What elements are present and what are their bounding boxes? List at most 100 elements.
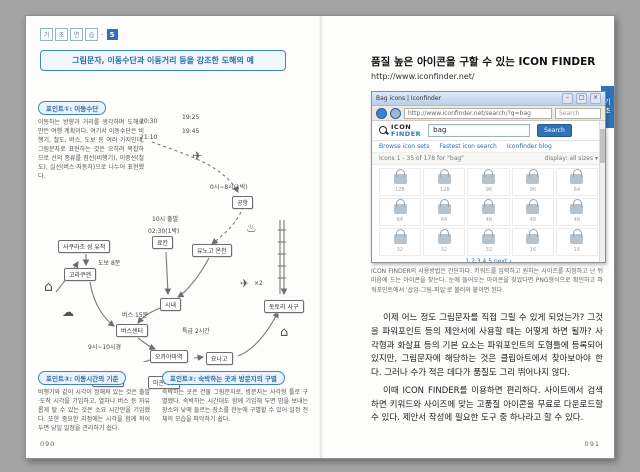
- page-number-right: 091: [584, 440, 600, 448]
- browser-window-title: Bag icons | Iconfinder: [376, 95, 442, 102]
- callout-point3-body: 비행기와 같이 시각이 정해져 있는 것은 출발·도착 시각을 기입하고, 열차…: [38, 389, 150, 432]
- bag-icon: [570, 199, 584, 215]
- icon-size-label: 64: [441, 216, 448, 223]
- diagram-node-label: 료칸: [157, 240, 169, 247]
- icon-size-label: 128: [439, 186, 450, 193]
- bag-icon: [393, 169, 407, 185]
- diagram-node-label: 오카야마역: [155, 354, 183, 361]
- window-control-button[interactable]: –: [562, 93, 573, 104]
- book-spread: 기 초 연 습 - 5 그림문자, 이동수단과 이동거리 등을 강조한 도해의 …: [25, 15, 615, 459]
- chapter-tab: 연: [70, 28, 83, 41]
- diagram-time-label: 10시 출발: [152, 216, 179, 223]
- section-title: 그림문자, 이동수단과 이동거리 등을 강조한 도해의 예: [72, 56, 254, 65]
- callout-point1-body: 이동하는 방향과 거리를 생각하며 도해로 만든 여행 계획이다. 여기서 이동…: [38, 119, 144, 180]
- diagram-time-label: 02:30(1박): [148, 228, 180, 235]
- display-filter[interactable]: display: all sizes ▾: [544, 154, 598, 162]
- icon-size-label: 32: [485, 246, 492, 253]
- browser-search-box[interactable]: Search: [555, 107, 601, 119]
- diagram-pictogram-icon: ⌂: [44, 279, 53, 295]
- icon-result-cell[interactable]: 128: [423, 167, 466, 196]
- bag-icon: [570, 169, 584, 185]
- icon-size-label: 48: [529, 216, 536, 223]
- icon-results-grid: 128 128 96: [372, 165, 605, 257]
- results-info-row: Icons 1 - 35 of 178 for "bag" display: a…: [372, 152, 605, 165]
- icon-result-cell[interactable]: 48: [511, 197, 554, 226]
- icon-result-cell[interactable]: 16: [511, 227, 554, 256]
- address-bar[interactable]: http://www.iconfinder.net/search/?q=bag: [404, 107, 552, 119]
- nav-link[interactable]: Iconfinder blog: [506, 142, 552, 150]
- iconfinder-logo-text: ICON FINDER: [391, 124, 421, 138]
- icon-size-label: 96: [529, 186, 536, 193]
- diagram-time-label: ×2: [254, 280, 263, 287]
- icon-size-label: 64: [573, 186, 581, 193]
- book-spine: [319, 16, 323, 458]
- diagram-node-label: 요나고: [211, 356, 228, 363]
- iconfinder-logo: ICON FINDER: [379, 124, 421, 138]
- diagram-node: 유노고 온천: [192, 244, 232, 257]
- window-control-button[interactable]: □: [576, 93, 587, 104]
- body-paragraph-2: 이때 ICON FINDER를 이용하면 편리하다. 사이트에서 검색하면 키워…: [371, 385, 603, 424]
- diagram-pictogram-icon: ✈: [240, 277, 250, 290]
- iconfinder-header: ICON FINDER bag Search: [372, 121, 605, 141]
- icon-result-cell[interactable]: 32: [379, 227, 422, 256]
- icon-result-cell[interactable]: 128: [379, 167, 422, 196]
- callout-point3-title: 포인트③: 이동시간의 기준: [38, 371, 127, 385]
- back-button-icon[interactable]: [376, 107, 387, 119]
- diagram-node-label: 유노고 온천: [197, 248, 227, 255]
- diagram-node: 료칸: [152, 236, 174, 249]
- window-controls: –□×: [562, 93, 601, 104]
- icon-result-cell[interactable]: 32: [423, 227, 466, 256]
- page-number-left: 090: [40, 440, 56, 448]
- callout-point2: 포인트②: 숙박하는 곳과 방문지의 구별 숙박하는 곳은 건물 그림문자로, …: [162, 366, 308, 424]
- icon-result-cell[interactable]: 16: [555, 227, 598, 256]
- diagram-time-label: 20:30: [140, 118, 158, 125]
- page-title: 품질 높은 아이콘을 구할 수 있는 ICON FINDER: [371, 56, 596, 68]
- icon-result-cell[interactable]: 32: [467, 227, 510, 256]
- diagram-time-label: 특급 2시간: [182, 328, 210, 335]
- bag-icon: [437, 199, 451, 215]
- icon-result-cell[interactable]: 96: [467, 167, 510, 196]
- icon-result-cell[interactable]: 64: [379, 197, 422, 226]
- forward-button-icon[interactable]: [390, 107, 401, 119]
- scrollbar-thumb[interactable]: [600, 129, 605, 163]
- diagram-node: 고라쿠엔: [64, 268, 97, 281]
- iconfinder-nav: Browse icon sets Fastest icon search Iconf…: [372, 141, 605, 153]
- right-page: 품질 높은 아이콘을 구할 수 있는 ICON FINDER http://ww…: [323, 16, 614, 458]
- chapter-tab: 습: [85, 28, 98, 41]
- icon-search-button[interactable]: Search: [537, 124, 572, 138]
- icon-result-cell[interactable]: 64: [423, 197, 466, 226]
- icon-result-cell[interactable]: 48: [467, 197, 510, 226]
- scrollbar[interactable]: [599, 121, 605, 262]
- icon-size-label: 32: [396, 246, 404, 253]
- nav-link[interactable]: Fastest icon search: [439, 142, 497, 150]
- diagram-node: 사쿠라조 성 유적: [58, 240, 111, 253]
- magnifier-icon: [379, 126, 388, 135]
- bag-icon: [526, 199, 540, 215]
- icon-size-label: 32: [441, 246, 448, 253]
- section-title-box: 그림문자, 이동수단과 이동거리 등을 강조한 도해의 예: [40, 50, 286, 71]
- figure-caption: ICON FINDER의 사용방법은 간단하다. 키워드를 입력하고 원하는 사…: [371, 268, 603, 294]
- diagram-node-label: 공항: [237, 200, 249, 207]
- icon-result-cell[interactable]: 96: [511, 167, 554, 196]
- window-control-button[interactable]: ×: [590, 93, 601, 104]
- bag-icon: [393, 199, 407, 215]
- logo-line1: ICON: [391, 123, 412, 131]
- diagram-node: 시내: [160, 298, 182, 311]
- icon-size-label: 48: [573, 216, 581, 223]
- site-url: http://www.iconfinder.net/: [371, 72, 475, 81]
- callout-point2-title: 포인트②: 숙박하는 곳과 방문지의 구별: [162, 371, 285, 385]
- nav-link[interactable]: Browse icon sets: [379, 142, 430, 150]
- icon-size-label: 96: [485, 186, 492, 193]
- body-text: 이제 어느 정도 그림문자를 직접 그릴 수 있게 되었는가? 그것을 파워포인…: [371, 312, 603, 430]
- bag-icon: [526, 229, 540, 245]
- icon-result-cell[interactable]: 64: [555, 167, 598, 196]
- icon-result-cell[interactable]: 48: [555, 197, 598, 226]
- diagram-node: 버스센터: [116, 324, 149, 337]
- callout-point1: 포인트①: 이동수단 이동하는 방향과 거리를 생각하며 도해로 만든 여행 계…: [38, 96, 144, 181]
- bag-icon: [570, 229, 584, 245]
- icon-search-input[interactable]: bag: [428, 124, 531, 138]
- left-page: 기 초 연 습 - 5 그림문자, 이동수단과 이동거리 등을 강조한 도해의 …: [26, 16, 320, 458]
- diagram-arrows: [55, 141, 288, 362]
- pagination[interactable]: 1 2 3 4 5 next ›: [465, 257, 512, 262]
